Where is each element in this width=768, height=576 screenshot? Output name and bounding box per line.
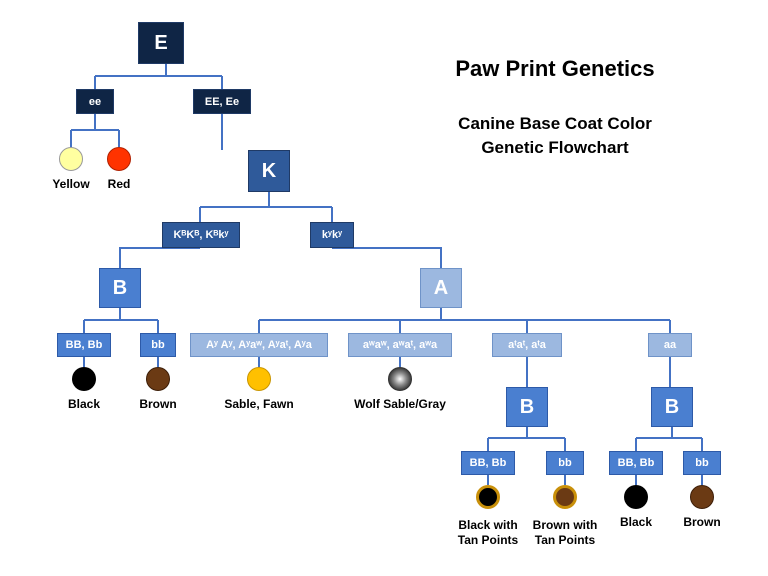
- label-black: Black: [67, 397, 101, 411]
- node-bb-middle: bb: [546, 451, 584, 475]
- node-B-right: B: [651, 387, 693, 427]
- node-EE-Ee: EE, Ee: [193, 89, 251, 114]
- label-black-with-tan-1: Black with: [458, 518, 518, 532]
- page-title: Paw Print Genetics: [455, 56, 655, 81]
- brown-swatch: [146, 367, 170, 391]
- brown-tan-swatch: [553, 485, 577, 509]
- label-yellow: Yellow: [52, 177, 90, 191]
- node-bb-right: bb: [683, 451, 721, 475]
- label-brown: Brown: [139, 397, 177, 411]
- sable-swatch: [247, 367, 271, 391]
- label-black-right: Black: [619, 515, 653, 529]
- node-kyky: kʸkʸ: [310, 222, 354, 248]
- black-swatch: [72, 367, 96, 391]
- node-bb-left: bb: [140, 333, 176, 357]
- label-black-with-tan-2: Tan Points: [457, 533, 519, 547]
- subtitle-line-2: Genetic Flowchart: [481, 138, 629, 157]
- node-B-left: B: [99, 268, 141, 308]
- node-K: K: [248, 150, 290, 192]
- label-brown-with-tan-1: Brown with: [532, 518, 598, 532]
- label-sable-fawn: Sable, Fawn: [224, 397, 294, 411]
- node-BB-Bb-left: BB, Bb: [57, 333, 111, 357]
- wolf-gray-swatch: [388, 367, 412, 391]
- label-red: Red: [107, 177, 131, 191]
- label-brown-with-tan-2: Tan Points: [534, 533, 596, 547]
- node-Ay: Aʸ Aʸ, Aʸaʷ, Aʸaᵗ, Aʸa: [190, 333, 328, 357]
- red-swatch: [107, 147, 131, 171]
- node-aw: aʷaʷ, aʷaᵗ, aʷa: [348, 333, 452, 357]
- node-aa: aa: [648, 333, 692, 357]
- brown-swatch-right: [690, 485, 714, 509]
- node-E: E: [138, 22, 184, 64]
- node-ee: ee: [76, 89, 114, 114]
- yellow-swatch: [59, 147, 83, 171]
- label-wolf-sable: Wolf Sable/Gray: [354, 397, 446, 411]
- node-BB-Bb-right: BB, Bb: [609, 451, 663, 475]
- node-at: aᵗaᵗ, aᵗa: [492, 333, 562, 357]
- node-A: A: [420, 268, 462, 308]
- black-swatch-right: [624, 485, 648, 509]
- black-tan-swatch: [476, 485, 500, 509]
- subtitle-line-1: Canine Base Coat Color: [458, 114, 652, 133]
- node-KB: KᴮKᴮ, Kᴮkʸ: [162, 222, 240, 248]
- node-BB-Bb-middle: BB, Bb: [461, 451, 515, 475]
- node-B-middle: B: [506, 387, 548, 427]
- label-brown-right: Brown: [683, 515, 721, 529]
